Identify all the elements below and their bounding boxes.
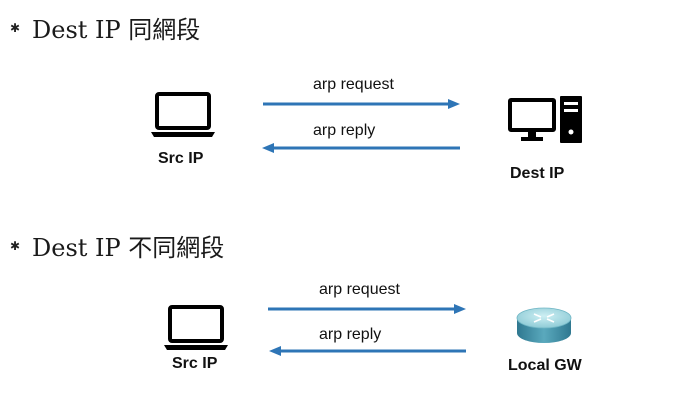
section2-request-arrow bbox=[268, 304, 466, 314]
section1-reply-arrow bbox=[262, 143, 460, 153]
section2-heading: ✱ Dest IP 不同網段 bbox=[10, 228, 224, 263]
section2-heading-text: Dest IP 不同網段 bbox=[32, 234, 225, 262]
section1-request-label: arp request bbox=[313, 76, 394, 93]
section2-source-label: Src IP bbox=[172, 355, 218, 372]
section1-heading-text: Dest IP 同網段 bbox=[32, 16, 201, 44]
section2-reply-label: arp reply bbox=[319, 326, 382, 343]
laptop-icon bbox=[151, 92, 215, 137]
section2-request-label: arp request bbox=[319, 281, 400, 298]
section1-request-arrow bbox=[263, 99, 460, 109]
desktop-computer-icon bbox=[508, 96, 582, 143]
bullet-icon: ✱ bbox=[10, 238, 21, 253]
section2-reply-arrow bbox=[269, 346, 466, 356]
router-icon bbox=[516, 307, 572, 343]
section1-target-label: Dest IP bbox=[510, 165, 565, 182]
bullet-icon: ✱ bbox=[10, 20, 21, 35]
laptop-icon bbox=[164, 305, 228, 350]
section2-target-label: Local GW bbox=[508, 357, 582, 374]
section1-reply-label: arp reply bbox=[313, 122, 376, 139]
section1-source-label: Src IP bbox=[158, 150, 204, 167]
section1-heading: ✱ Dest IP 同網段 bbox=[10, 10, 200, 45]
